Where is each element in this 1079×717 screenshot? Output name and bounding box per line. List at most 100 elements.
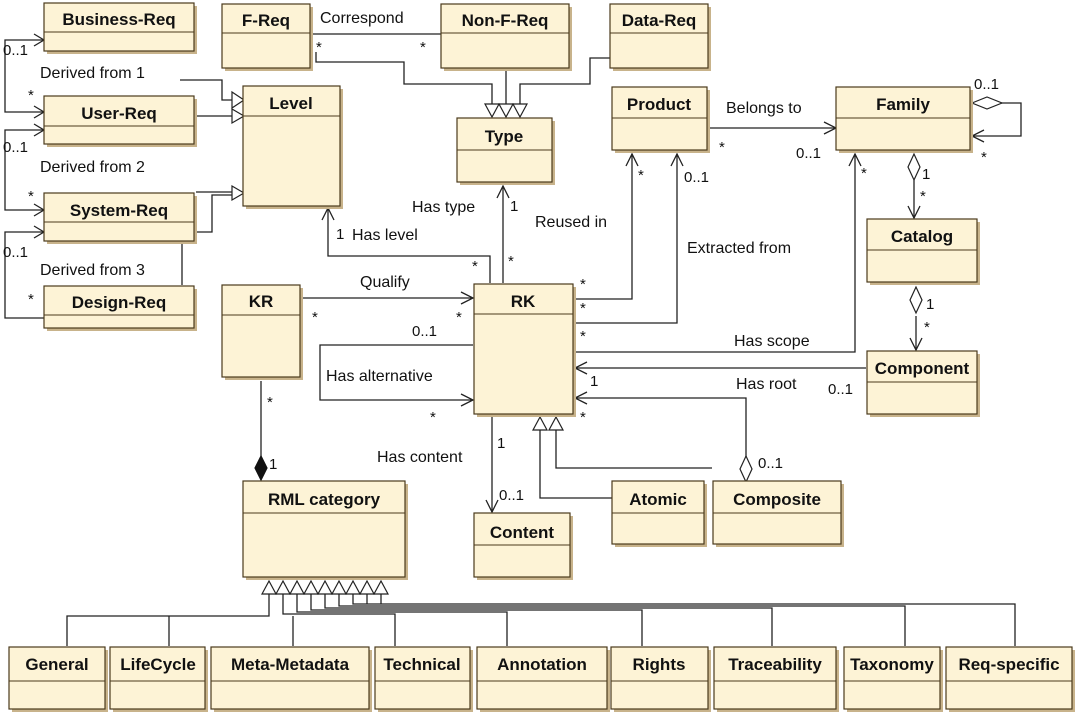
class-req-specific[interactable]: Req-specific xyxy=(945,646,1075,712)
label-extracted-from: Extracted from xyxy=(687,240,791,257)
class-name: Level xyxy=(269,94,312,113)
label-has-level: Has level xyxy=(352,227,418,244)
aggregation-diamond-family-catalog xyxy=(907,152,921,182)
class-name: Business-Req xyxy=(62,10,175,29)
mult-user-system-dst: * xyxy=(28,188,34,205)
mult-has-scope-family: * xyxy=(861,165,867,182)
class-non-f-req[interactable]: Non-F-Req xyxy=(440,3,572,71)
label-derived-from-1: Derived from 1 xyxy=(40,65,145,82)
class-component[interactable]: Component xyxy=(866,350,980,417)
class-name: Atomic xyxy=(629,490,687,509)
class-f-req[interactable]: F-Req xyxy=(221,3,313,71)
label-derived-from-3: Derived from 3 xyxy=(40,262,145,279)
mult-business-user-dst: * xyxy=(28,87,34,104)
mult-component-rk-1: 1 xyxy=(590,373,598,390)
edge-reused-in xyxy=(575,154,633,300)
class-name: RK xyxy=(511,292,536,311)
mult-kr-rml-rml: 1 xyxy=(269,456,277,473)
arrowhead-qualify xyxy=(460,291,475,305)
class-name: Data-Req xyxy=(622,11,697,30)
mult-component-rk-component: 0..1 xyxy=(828,381,853,398)
class-business-req[interactable]: Business-Req xyxy=(43,2,197,54)
mult-has-type-type: 1 xyxy=(510,198,518,215)
class-type[interactable]: Type xyxy=(456,117,555,185)
class-general[interactable]: General xyxy=(8,646,108,712)
mult-scope-rk: * xyxy=(580,328,586,345)
class-design-req[interactable]: Design-Req xyxy=(43,285,197,331)
class-name: System-Req xyxy=(70,201,168,220)
mult-belongs-family: 0..1 xyxy=(796,145,821,162)
class-family[interactable]: Family xyxy=(835,86,973,153)
class-content[interactable]: Content xyxy=(473,512,573,580)
mult-family-self-top: 0..1 xyxy=(974,76,999,93)
class-name: LifeCycle xyxy=(120,655,196,674)
edge-datareq-type-generalization xyxy=(519,57,610,104)
class-user-req[interactable]: User-Req xyxy=(43,95,197,147)
class-boxes: Business-Req F-Req Non-F-Req Data-Req Us… xyxy=(8,2,1075,712)
class-system-req[interactable]: System-Req xyxy=(43,192,197,244)
label-has-alternative: Has alternative xyxy=(326,368,433,385)
mult-catalog-component-1: 1 xyxy=(926,296,934,313)
class-lifecycle[interactable]: LifeCycle xyxy=(109,646,208,712)
edge-atomic-rk-generalization xyxy=(539,430,612,499)
class-name: Annotation xyxy=(497,655,587,674)
label-has-type: Has type xyxy=(412,199,475,216)
generalization-triangle-level-2 xyxy=(231,107,246,125)
class-traceability[interactable]: Traceability xyxy=(713,646,839,712)
edge-has-root xyxy=(575,397,747,482)
class-product[interactable]: Product xyxy=(611,86,710,153)
class-rights[interactable]: Rights xyxy=(610,646,711,712)
class-name: Type xyxy=(485,127,523,146)
class-name: Rights xyxy=(633,655,686,674)
rml-generalization-tree xyxy=(66,594,1016,646)
class-name: Taxonomy xyxy=(850,655,934,674)
generalization-triangle-type-3 xyxy=(511,103,529,119)
class-name: User-Req xyxy=(81,104,157,123)
class-catalog[interactable]: Catalog xyxy=(866,218,980,285)
class-level[interactable]: Level xyxy=(242,85,343,209)
class-rk[interactable]: RK xyxy=(473,283,576,417)
class-name: Traceability xyxy=(728,655,822,674)
arrowhead-has-content xyxy=(485,499,499,514)
class-technical[interactable]: Technical xyxy=(374,646,473,712)
mult-business-user-src: 0..1 xyxy=(3,42,28,59)
edge-business-level-generalization xyxy=(180,79,232,101)
label-reused-in: Reused in xyxy=(535,214,607,231)
association-labels: Correspond Derived from 1 Derived from 2… xyxy=(40,10,810,466)
class-atomic[interactable]: Atomic xyxy=(611,480,707,547)
label-has-scope: Has scope xyxy=(734,333,810,350)
class-meta-metadata[interactable]: Meta-Metadata xyxy=(210,646,372,712)
composition-diamond-rml xyxy=(254,454,268,482)
mult-has-level-rk: * xyxy=(472,258,478,275)
class-name: Catalog xyxy=(891,227,953,246)
class-name: Product xyxy=(627,95,692,114)
edge-system-design-derivation xyxy=(4,231,44,319)
mult-family-catalog-star: * xyxy=(920,188,926,205)
class-name: Non-F-Req xyxy=(462,11,549,30)
mult-system-design-dst: * xyxy=(28,291,34,308)
arrowhead-has-scope xyxy=(848,152,862,167)
mult-has-content-rk: 1 xyxy=(497,435,505,452)
class-kr[interactable]: KR xyxy=(221,284,303,380)
edge-design-level-generalization xyxy=(181,194,232,285)
rml-generalization-triangles xyxy=(260,579,390,595)
class-taxonomy[interactable]: Taxonomy xyxy=(843,646,943,712)
arrowhead-catalog xyxy=(907,205,921,220)
class-name: Technical xyxy=(383,655,460,674)
class-composite[interactable]: Composite xyxy=(712,480,844,547)
class-name: KR xyxy=(249,292,274,311)
arrowhead-extracted-from xyxy=(670,152,684,167)
class-rml-category[interactable]: RML category xyxy=(242,480,408,580)
mult-alternative-top: 0..1 xyxy=(412,323,437,340)
aggregation-diamond-composite-root xyxy=(739,454,753,484)
generalization-triangle-rk-atomic xyxy=(531,415,549,431)
class-name: Component xyxy=(875,359,970,378)
arrowhead-component xyxy=(909,337,923,352)
class-annotation[interactable]: Annotation xyxy=(476,646,610,712)
class-data-req[interactable]: Data-Req xyxy=(609,3,711,71)
mult-extracted-product: 0..1 xyxy=(684,169,709,186)
label-qualify: Qualify xyxy=(360,274,410,291)
aggregation-diamond-catalog-component xyxy=(909,285,923,315)
edge-family-self xyxy=(972,102,1022,137)
